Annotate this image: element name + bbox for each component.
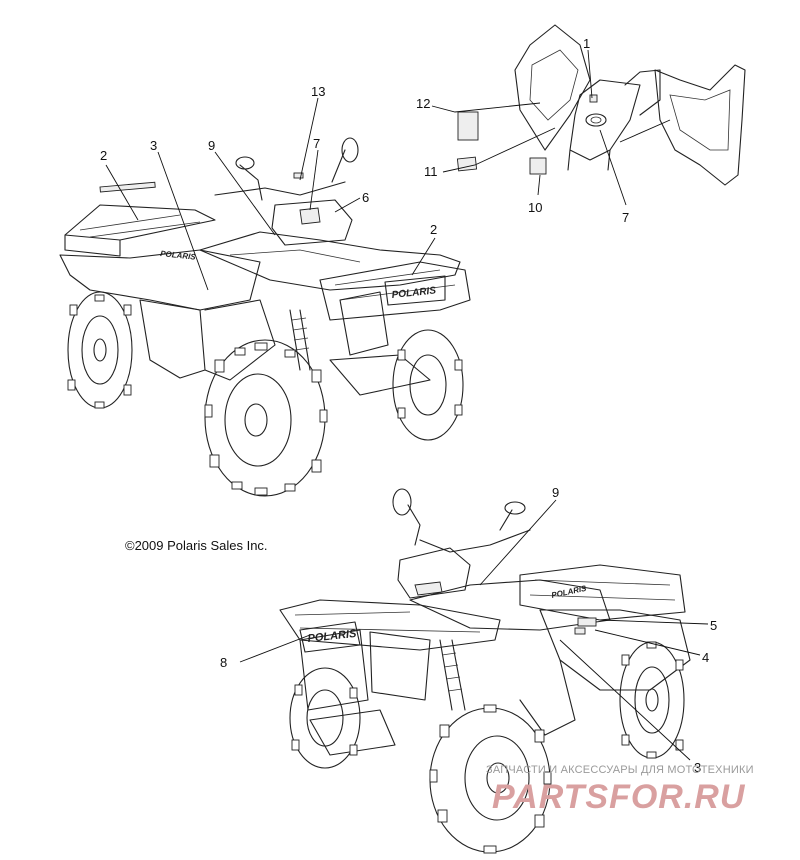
callout-9-bottom: 9 [552,485,559,500]
callout-13: 13 [311,84,325,99]
decal-12 [457,111,479,141]
callout-12: 12 [416,96,430,111]
callout-3-bottom: 3 [694,760,701,775]
decal-1 [589,94,598,103]
callout-3-top: 3 [150,138,157,153]
tread-bottom [291,641,684,854]
callout-11: 11 [424,164,438,179]
callout-7-top: 7 [313,136,320,151]
brand-logo-side-bottom: POLARIS [551,584,588,600]
callouts: 1 2 3 9 13 7 6 2 12 11 10 7 9 5 4 8 3 [100,36,717,775]
brand-logo-side-top: POLARIS [160,249,197,262]
callout-2-rear-rack: 2 [100,148,107,163]
watermark-logo: PARTSFOR.RU [492,778,746,816]
callout-10: 10 [528,200,542,215]
hood-detail [456,24,746,186]
leader-lines [105,49,709,761]
callout-7-hood: 7 [622,210,629,225]
callout-5: 5 [710,618,717,633]
callout-6: 6 [362,190,369,205]
brand-logo-front-top: POLARIS [391,285,437,301]
callout-2-front-rack: 2 [430,222,437,237]
callout-4: 4 [702,650,709,665]
atv-front-view: POLARIS POLARIS [59,137,471,497]
callout-9-top: 9 [208,138,215,153]
decal-10 [529,157,547,175]
callout-1: 1 [583,36,590,51]
callout-8: 8 [220,655,227,670]
brand-logo-front-bottom: POLARIS [307,628,358,645]
decal-11 [456,156,478,172]
tread-top [67,294,463,496]
watermark-subtitle: ЗАПЧАСТИ И АКСЕССУАРЫ ДЛЯ МОТОТЕХНИКИ [486,764,754,776]
copyright-text: ©2009 Polaris Sales Inc. [125,538,268,553]
